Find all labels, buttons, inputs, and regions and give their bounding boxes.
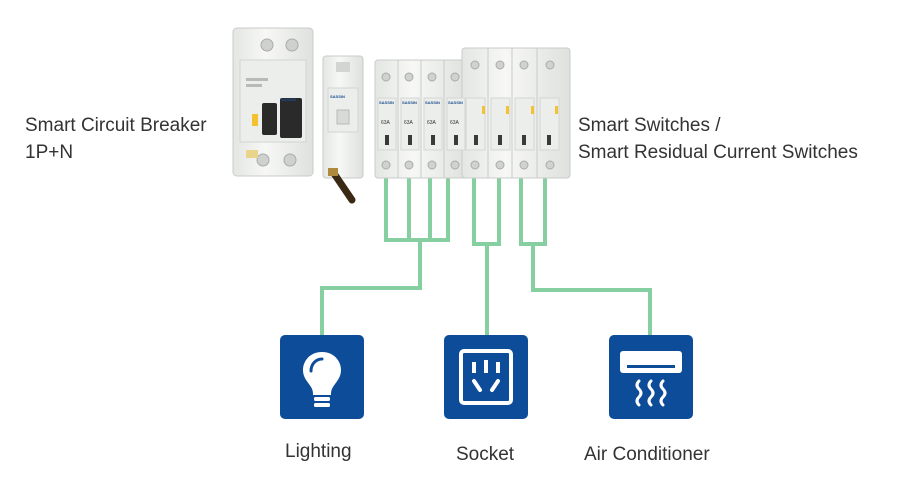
- switches-label-line2: Smart Residual Current Switches: [578, 142, 858, 163]
- module-dividers: [397, 48, 538, 178]
- breaker-label: Smart Circuit Breaker 1P+N: [25, 112, 207, 166]
- lighting-label: Lighting: [285, 441, 352, 462]
- module-handles: [385, 135, 551, 145]
- module-faces: [377, 97, 560, 151]
- rating-label: 63A: [450, 120, 460, 126]
- brand-label: SASSIN: [330, 94, 345, 99]
- brand-label: SASSIN: [281, 97, 296, 102]
- lighting-tile: [280, 335, 364, 419]
- smart-circuit-breaker: [232, 27, 364, 204]
- wire-lighting-a: [384, 175, 450, 242]
- light-bulb-icon: [303, 352, 341, 407]
- air-conditioner-tile: [609, 335, 693, 419]
- socket-outlet-icon: [459, 349, 513, 405]
- module-indicators: [482, 106, 558, 114]
- breaker-label-line2: 1P+N: [25, 142, 74, 163]
- wire-lighting-feed: [320, 240, 422, 335]
- wiring: [320, 175, 652, 335]
- switches-label: Smart Switches / Smart Residual Current …: [578, 112, 858, 166]
- brand-label: SASSIN: [425, 100, 440, 105]
- rating-label: 63A: [427, 120, 437, 126]
- socket-label: Socket: [456, 444, 515, 465]
- air-conditioner-icon: [620, 351, 682, 407]
- brand-label: SASSIN: [379, 100, 394, 105]
- device-rating-labels: 63A 63A 63A 63A: [381, 120, 460, 126]
- brand-label: SASSIN: [402, 100, 417, 105]
- device-brand-labels: SASSIN SASSIN SASSIN SASSIN SASSIN SASSI…: [281, 94, 463, 105]
- breaker-label-line1: Smart Circuit Breaker: [25, 115, 207, 136]
- brand-label: SASSIN: [448, 100, 463, 105]
- socket-tile: [444, 335, 528, 419]
- rating-label: 63A: [381, 120, 391, 126]
- smart-switch-modules: SASSIN SASSIN SASSIN SASSIN SASSIN SASSI…: [281, 47, 571, 179]
- rating-label: 63A: [404, 120, 414, 126]
- switches-label-line1: Smart Switches /: [578, 115, 721, 136]
- air-conditioner-label: Air Conditioner: [584, 444, 710, 465]
- wire-ac-feed: [531, 244, 652, 335]
- wire-ac: [519, 175, 547, 246]
- wire-socket: [472, 175, 501, 246]
- module-terminals: [381, 60, 555, 170]
